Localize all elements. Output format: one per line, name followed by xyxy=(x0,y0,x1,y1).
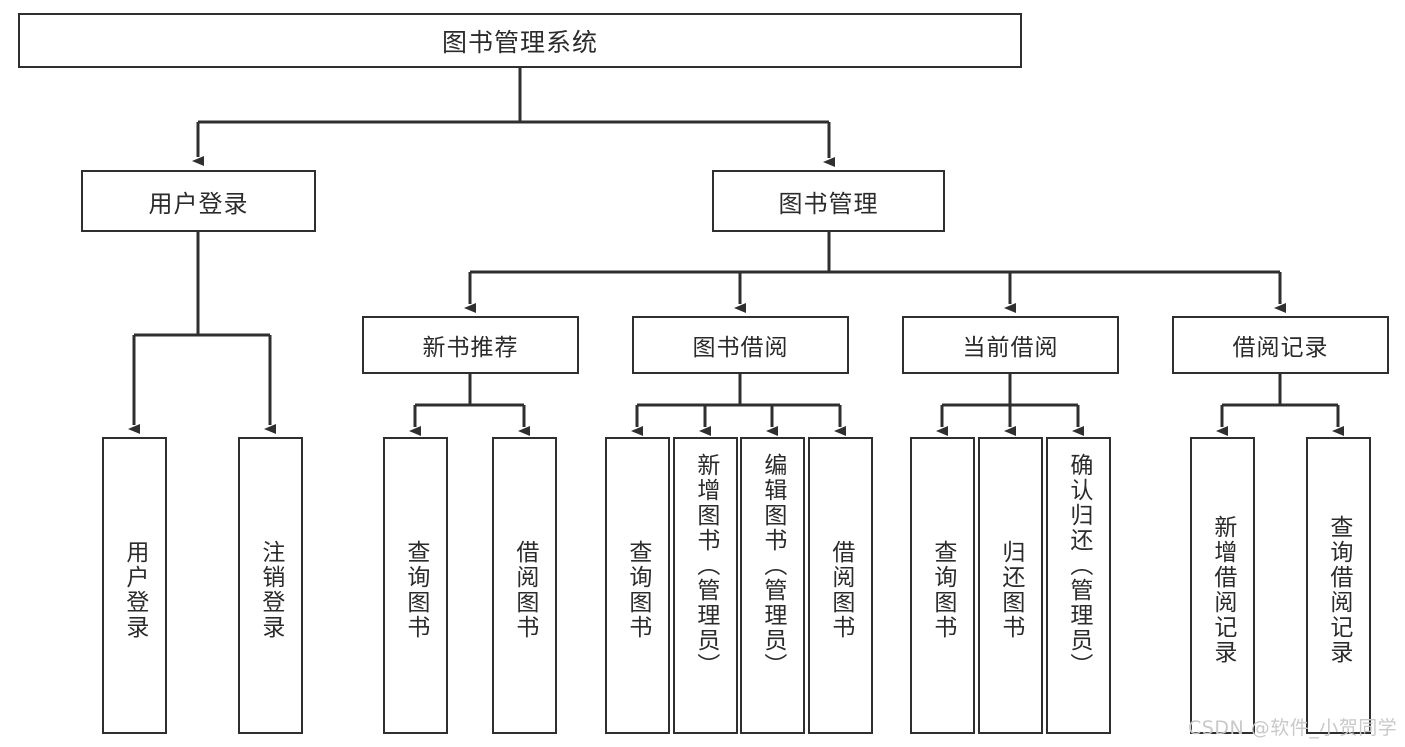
node-borrow-record[interactable]: 借阅记录 xyxy=(1172,316,1389,374)
node-label: 借阅记录 xyxy=(1232,335,1329,361)
node-label: 当前借阅 xyxy=(962,335,1059,361)
node-new-book-recommend[interactable]: 新书推荐 xyxy=(362,316,579,374)
node-book-borrow[interactable]: 图书借阅 xyxy=(632,316,849,374)
csdn-watermark: CSDN @软件_小贺同学 xyxy=(1188,717,1398,739)
node-label: 注销登录 xyxy=(257,539,284,640)
node-leaf-confirm-return-admin[interactable]: 确认归还（管理员） xyxy=(1046,437,1111,734)
node-leaf-borrow-book[interactable]: 借阅图书 xyxy=(808,437,873,734)
node-label: 新书推荐 xyxy=(422,335,519,361)
node-label: 借阅图书 xyxy=(511,539,538,640)
node-root-book-management-system[interactable]: 图书管理系统 xyxy=(18,13,1022,68)
node-leaf-logout[interactable]: 注销登录 xyxy=(238,437,303,734)
node-leaf-query-book-current[interactable]: 查询图书 xyxy=(910,437,975,734)
node-label: 查询借阅记录 xyxy=(1325,514,1352,665)
node-label: 新增图书（管理员） xyxy=(692,453,719,678)
node-label: 用户登录 xyxy=(121,539,148,640)
node-label: 借阅图书 xyxy=(827,539,854,640)
node-leaf-query-book-borrow[interactable]: 查询图书 xyxy=(605,437,670,734)
node-leaf-add-borrow-record[interactable]: 新增借阅记录 xyxy=(1190,437,1255,734)
node-leaf-query-borrow-record[interactable]: 查询借阅记录 xyxy=(1306,437,1371,734)
node-leaf-user-login[interactable]: 用户登录 xyxy=(102,437,167,734)
node-leaf-borrow-book-recommend[interactable]: 借阅图书 xyxy=(492,437,557,734)
node-label: 图书借阅 xyxy=(692,335,789,361)
node-label: 编辑图书（管理员） xyxy=(759,453,786,678)
node-user-login[interactable]: 用户登录 xyxy=(81,170,316,232)
node-label: 图书管理系统 xyxy=(441,27,598,57)
node-label: 归还图书 xyxy=(997,539,1024,640)
node-label: 图书管理 xyxy=(778,189,879,218)
node-label: 查询图书 xyxy=(929,539,956,640)
node-leaf-return-book[interactable]: 归还图书 xyxy=(978,437,1043,734)
node-book-management[interactable]: 图书管理 xyxy=(712,170,945,232)
node-label: 确认归还（管理员） xyxy=(1065,453,1092,678)
node-leaf-query-book-recommend[interactable]: 查询图书 xyxy=(383,437,448,734)
node-label: 新增借阅记录 xyxy=(1209,514,1236,665)
node-label: 查询图书 xyxy=(624,539,651,640)
node-leaf-add-book-admin[interactable]: 新增图书（管理员） xyxy=(673,437,738,734)
node-leaf-edit-book-admin[interactable]: 编辑图书（管理员） xyxy=(740,437,805,734)
node-label: 用户登录 xyxy=(148,189,249,218)
node-current-borrow[interactable]: 当前借阅 xyxy=(902,316,1119,374)
node-label: 查询图书 xyxy=(402,539,429,640)
